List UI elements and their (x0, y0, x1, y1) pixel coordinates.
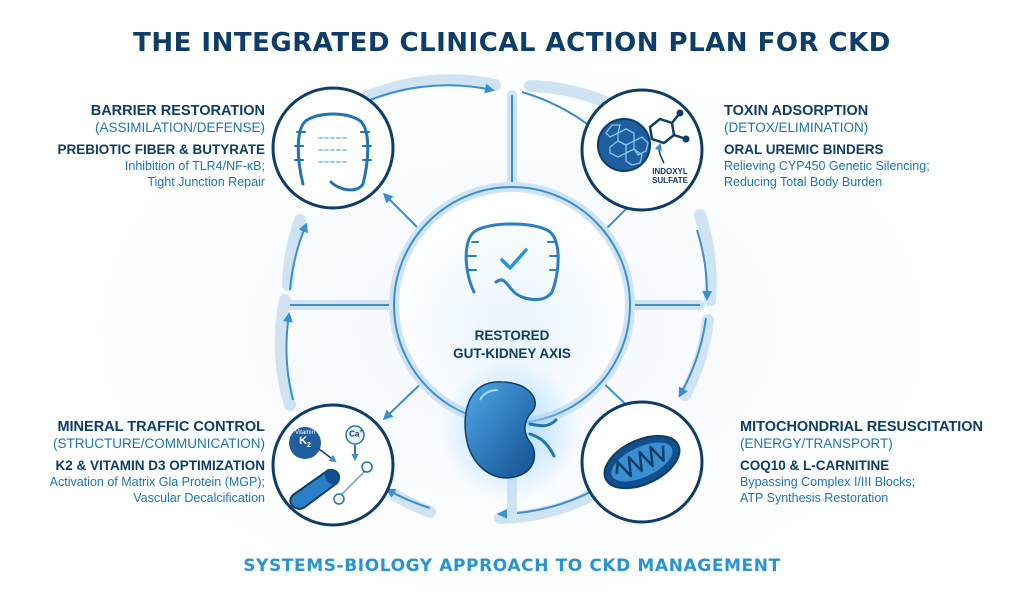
callout-line-1: INDOXYL (652, 167, 688, 176)
barrier-subheading: (ASSIMILATION/DEFENSE) (94, 120, 265, 136)
barrier-text-block: BARRIER RESTORATION (ASSIMILATION/DEFENS… (40, 102, 265, 190)
toxin-text-block: TOXIN ADSORPTION (DETOX/ELIMINATION) ORA… (724, 102, 1014, 190)
toxin-subheading: (DETOX/ELIMINATION) (724, 120, 869, 136)
kidney-icon (464, 381, 558, 479)
mitochondria-icon (603, 434, 681, 490)
center-label-line-1: RESTORED (474, 328, 550, 343)
mineral-text-block: MINERAL TRAFFIC CONTROL (STRUCTURE/COMMU… (20, 418, 265, 506)
footer-caption: SYSTEMS-BIOLOGY APPROACH TO CKD MANAGEME… (243, 556, 781, 576)
barrier-detail-1: Inhibition of TLR4/NF-κB; (124, 158, 265, 173)
ring-segment (282, 214, 306, 291)
vitamin-k2-badge: Vitamin K2 (289, 430, 321, 449)
ring-segment (694, 209, 717, 306)
callout-line-2: SULFATE (652, 175, 688, 185)
toxin-intervention: ORAL UREMIC BINDERS (724, 142, 884, 157)
node-mineral (271, 403, 395, 527)
ring-segment (274, 294, 296, 411)
page-title: THE INTEGRATED CLINICAL ACTION PLAN FOR … (133, 28, 891, 58)
calcium-charge: + (359, 429, 363, 435)
mineral-detail-2: Vascular Decalcification (133, 490, 265, 505)
ring-segment (389, 489, 436, 518)
toxin-detail-2: Reducing Total Body Burden (724, 174, 883, 189)
barrier-intervention: PREBIOTIC FIBER & BUTYRATE (57, 142, 265, 157)
mineral-subheading: (STRUCTURE/COMMUNICATION) (53, 436, 265, 452)
mito-detail-1: Bypassing Complex I/III Blocks; (740, 474, 916, 489)
cycle-arrow (696, 229, 713, 301)
center-hub (389, 182, 635, 500)
mineral-heading: MINERAL TRAFFIC CONTROL (57, 419, 265, 435)
barrier-heading: BARRIER RESTORATION (90, 103, 265, 119)
mito-detail-2: ATP Synthesis Restoration (740, 490, 889, 505)
center-label-line-2: GUT-KIDNEY AXIS (453, 345, 571, 361)
calcium-badge: Ca+ (345, 429, 367, 439)
mineral-detail-1: Activation of Matrix Gla Protein (MGP); (49, 474, 265, 489)
vitamin-subscript: 2 (307, 442, 311, 450)
vessel-bone-icon (289, 425, 373, 510)
toxin-detail-1: Relieving CYP450 Genetic Silencing; (724, 158, 930, 173)
mito-subheading: (ENERGY/TRANSPORT) (740, 436, 893, 452)
barrier-detail-2: Tight Junction Repair (147, 174, 265, 189)
outer-ring (274, 74, 717, 524)
calcium-symbol: Ca (349, 429, 360, 439)
cycle-arrow (282, 312, 294, 401)
vitamin-label: Vitamin (295, 430, 315, 436)
mineral-intervention: K2 & VITAMIN D3 OPTIMIZATION (55, 458, 265, 473)
node-mito (580, 400, 704, 524)
indoxyl-sulfate-callout: INDOXYL SULFATE (646, 167, 694, 186)
node-toxin (580, 88, 704, 212)
mito-intervention: COQ10 & L-CARNITINE (740, 458, 890, 473)
binder-molecule-icon (597, 109, 690, 172)
vitamin-symbol: K (299, 435, 308, 447)
cycle-arrow (289, 222, 308, 291)
colon-check-icon (464, 222, 560, 301)
colon-icon (294, 112, 372, 192)
mito-heading: MITOCHONDRIAL RESUSCITATION (740, 419, 984, 435)
node-barrier (271, 86, 395, 210)
center-label: RESTORED GUT-KIDNEY AXIS (400, 327, 624, 362)
toxin-heading: TOXIN ADSORPTION (724, 103, 869, 119)
cycle-arrow (678, 317, 707, 398)
mito-text-block: MITOCHONDRIAL RESUSCITATION (ENERGY/TRAN… (740, 418, 1010, 506)
